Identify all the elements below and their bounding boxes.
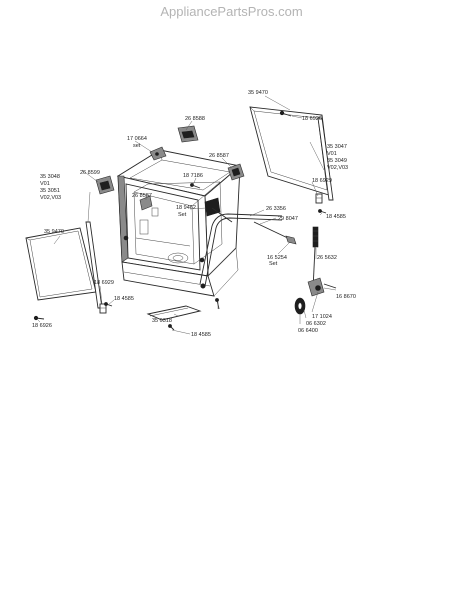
label-16-8670: 16 8670 [336, 294, 356, 300]
dishwasher-tub [116, 149, 241, 297]
screw-left [104, 302, 113, 307]
label-18-7186: 18 7186 [183, 173, 203, 179]
label-18-9462: 18 9462 [176, 205, 196, 211]
label-35-9470-top: 35 9470 [248, 90, 268, 96]
bracket-left [99, 303, 107, 314]
label-18-4585-right: 18 4585 [326, 214, 346, 220]
label-06-6302: 06 6302 [306, 321, 326, 327]
screw-bottom [168, 324, 175, 331]
label-35-3051-variants: V02,V03 [40, 195, 61, 201]
screw-left-bottom [33, 315, 45, 321]
screw-18-7186 [190, 183, 201, 189]
label-26-8587-mid: 26 8587 [132, 193, 152, 199]
label-35-3051: 35 3051 [40, 188, 60, 194]
label-35-0318: 35 0318 [152, 318, 172, 324]
bracket-26-8588 [177, 125, 199, 143]
bracket-26-8599 [95, 175, 115, 195]
label-35-3049: 35 3049 [327, 158, 347, 164]
label-17-0664: 17 0664 [127, 136, 147, 142]
label-29-8047: 29 8047 [278, 216, 298, 222]
label-26-8587-top: 26 8587 [209, 153, 229, 159]
label-18-6929-left: 18 6929 [94, 280, 114, 286]
door-gasket-frame [199, 213, 283, 289]
label-17-0664-set: set [133, 143, 141, 149]
label-35-3048-v01: V01 [40, 181, 50, 187]
screw-top-right [279, 110, 292, 117]
label-17-1024: 17 1024 [312, 314, 332, 320]
label-18-6926-top: 18 6926 [302, 116, 322, 122]
label-06-6400: 06 6400 [298, 328, 318, 334]
label-18-6926-left: 18 6926 [32, 323, 52, 329]
label-16-5254-set: Set [269, 261, 278, 267]
side-trim-strip-right [317, 117, 334, 201]
label-35-3047-v01: V01 [327, 151, 337, 157]
label-26-5632: 26 5632 [317, 255, 337, 261]
label-18-6929-right: 18 6929 [312, 178, 332, 184]
label-35-3048: 35 3048 [40, 174, 60, 180]
label-35-3047: 35 3047 [327, 144, 347, 150]
label-35-9470-left: 35 9470 [44, 229, 64, 235]
leveling-leg-assembly [294, 226, 337, 315]
label-26-8599: 26 8599 [80, 170, 100, 176]
door-panel-left [25, 227, 97, 301]
label-35-3049-variants: V02,V03 [327, 165, 348, 171]
bracket-26-8587-mid [139, 195, 153, 211]
watermark: AppliancePartsPros.com [160, 4, 303, 19]
label-18-4585-left: 18 4585 [114, 296, 134, 302]
label-18-9462-set: Set [178, 212, 187, 218]
door-spring [253, 221, 297, 245]
screw-right [318, 209, 327, 214]
label-18-4585-bottom: 18 4585 [191, 332, 211, 338]
kick-plate [146, 305, 202, 321]
label-16-5254: 16 5254 [267, 255, 287, 261]
label-26-8588: 26 8588 [185, 116, 205, 122]
screw-bottom-right [215, 298, 220, 310]
label-26-3356: 26 3356 [266, 206, 286, 212]
bracket-17-0664 [149, 146, 167, 161]
bracket-right [315, 193, 323, 204]
